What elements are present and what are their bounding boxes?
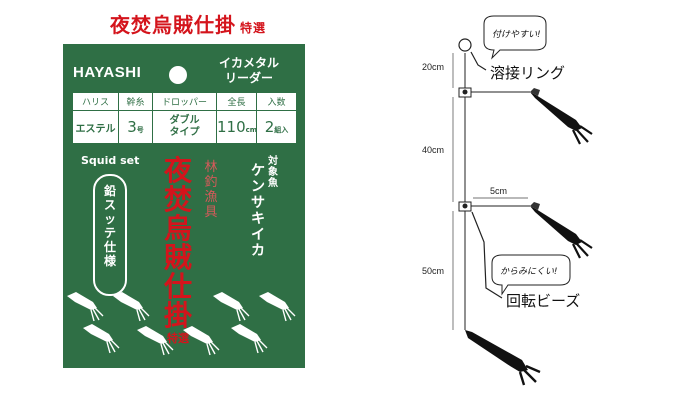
target-char: 象 [268, 167, 278, 178]
ring-note: 付けやすい! [492, 30, 541, 40]
spec-dropper: ダブル タイプ [152, 110, 217, 144]
branch-length-label: 5cm [490, 186, 508, 196]
box-char: ッ [103, 212, 116, 226]
rig-diagram: 20cm 40cm 50cm 5cm 溶接リング 回転ビーズ 付けやすい! から… [410, 10, 700, 390]
segment-label: 20cm [422, 62, 445, 72]
squid-icon [212, 291, 250, 322]
vertical-char: 烏 [163, 212, 192, 245]
maker-name: 林 釣 漁 具 [203, 160, 219, 220]
callout-leader [470, 51, 487, 71]
product-line: リーダー [224, 71, 273, 85]
vertical-char: 焚 [163, 183, 192, 216]
vertical-char: 仕 [163, 270, 192, 303]
sinker-jig-icon [465, 330, 541, 386]
box-char: テ [103, 226, 116, 240]
vertical-char: 賊 [163, 241, 192, 274]
vertical-char: 掛 [163, 299, 192, 332]
callout-leader [471, 211, 503, 299]
box-char: 鉛 [103, 184, 116, 198]
target-char: 対 [268, 156, 278, 167]
squid-icon [258, 291, 296, 322]
sinker-spec-text: 鉛 ス ッ テ 仕 様 [95, 184, 125, 268]
beads-note: からみにくい! [500, 267, 558, 277]
squid-jig-icon [530, 202, 593, 259]
maker-char: 釣 [204, 175, 218, 190]
hang-hole [169, 66, 187, 84]
spec-trunk-unit: 号 [136, 126, 144, 134]
vertical-char: 夜 [163, 154, 192, 187]
spec-length-value: 110 [217, 118, 246, 136]
squid-icon [182, 325, 220, 356]
ring-callout: 溶接リング [490, 64, 566, 82]
speech-bubble [483, 15, 547, 60]
spec-trunk-value: 3 [127, 118, 137, 136]
product-line: イカメタル [218, 56, 279, 70]
squid-icon [82, 323, 120, 354]
segment-label: 40cm [422, 145, 445, 155]
bead-core-icon [462, 203, 468, 209]
spec-count-value: 2 [264, 118, 275, 136]
title-suffix: 特選 [240, 21, 267, 35]
spec-count: 2組入 [256, 110, 297, 144]
spec-header: ドロッパー [152, 92, 217, 111]
beads-callout: 回転ビーズ [506, 292, 581, 310]
product-package: HAYASHI イカメタル リーダー ハリス 幹糸 ドロッパー 全長 入数 エス… [63, 44, 305, 368]
squid-jig-icon [530, 88, 593, 145]
squid-icon [66, 291, 104, 322]
spec-header: 全長 [216, 92, 257, 111]
spec-header: 入数 [256, 92, 297, 111]
squid-icon [230, 323, 268, 354]
spec-value-row: エステル 3号 ダブル タイプ 110cm 2組入 [72, 110, 297, 144]
page-title: 夜焚烏賊仕掛特選 [110, 9, 266, 38]
squid-icon [112, 291, 150, 322]
sinker-spec-box: 鉛 ス ッ テ 仕 様 [93, 174, 127, 296]
spec-length-unit: cm [245, 126, 258, 134]
species-char: サ [251, 195, 265, 211]
rig-drawing [452, 15, 593, 386]
title-main: 夜焚烏賊仕掛 [110, 13, 236, 37]
maker-char: 漁 [204, 190, 218, 205]
target-species: ケ ン サ キ イ カ [249, 163, 267, 259]
spec-length: 110cm [216, 110, 258, 144]
spec-count-unit: 組入 [274, 126, 289, 134]
box-char: ス [103, 198, 116, 212]
species-char: キ [251, 211, 265, 227]
target-fish-label: 対 象 魚 [266, 156, 280, 189]
box-char: 仕 [103, 240, 116, 254]
squid-icon [136, 325, 174, 356]
maker-char: 具 [204, 205, 218, 220]
segment-label: 50cm [422, 266, 445, 276]
species-char: イ [251, 227, 265, 243]
product-name: イカメタル リーダー [199, 56, 299, 86]
maker-char: 林 [204, 160, 218, 175]
spec-material: エステル [72, 110, 119, 144]
target-char: 魚 [268, 178, 278, 189]
spec-table: ハリス 幹糸 ドロッパー 全長 入数 エステル 3号 ダブル タイプ 110cm… [72, 92, 297, 144]
squid-decoration [66, 291, 296, 356]
spec-header-row: ハリス 幹糸 ドロッパー 全長 入数 [72, 92, 297, 111]
special-badge: 特選 [167, 332, 189, 345]
squid-set-label: Squid set [81, 154, 140, 167]
spec-dropper-line: タイプ [169, 127, 200, 138]
vertical-product-title: 夜 焚 烏 賊 仕 掛 特選 [156, 156, 200, 345]
bead-core-icon [462, 89, 468, 95]
box-char: 様 [103, 254, 116, 268]
spec-dropper-line: ダブル [169, 115, 200, 126]
weld-ring-icon [458, 38, 472, 52]
spec-header: ハリス [72, 92, 119, 111]
speech-bubble [491, 254, 571, 296]
spec-header: 幹糸 [118, 92, 153, 111]
species-char: カ [251, 243, 265, 259]
brand-logo: HAYASHI [73, 64, 142, 81]
species-char: ケ [251, 163, 265, 179]
spec-trunk: 3号 [118, 110, 153, 144]
species-char: ン [251, 179, 265, 195]
